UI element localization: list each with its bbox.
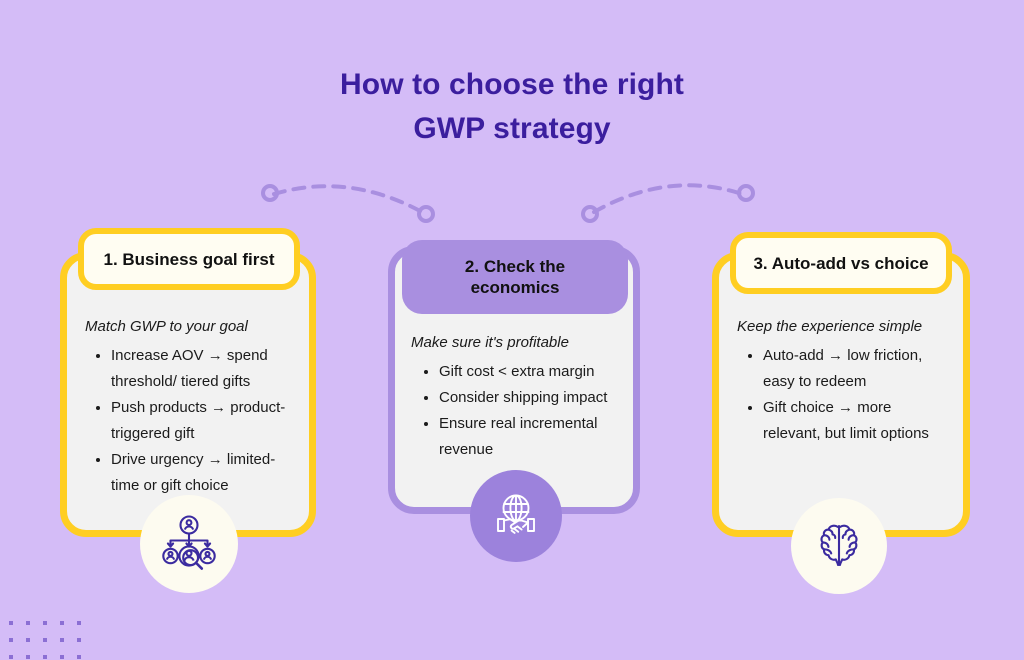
connector-start-dot: [261, 184, 279, 202]
card-1-body: Match GWP to your goal Increase AOV → sp…: [67, 259, 309, 509]
connector-start-dot: [581, 205, 599, 223]
list-item: Increase AOV → spend threshold/ tiered g…: [96, 343, 293, 395]
card-2-heading-pill: 2. Check the economics: [402, 240, 628, 314]
page-title-line-2: GWP strategy: [413, 112, 611, 145]
list-item: Drive urgency → limited-time or gift cho…: [96, 447, 293, 499]
list-item: Push products → product-triggered gift: [96, 395, 293, 447]
connector-dashed-path: [272, 184, 424, 214]
list-item: Gift cost < extra margin: [424, 359, 617, 385]
card-3-icon-badge: [791, 498, 887, 594]
card-2-lead: Make sure it's profitable: [411, 334, 569, 351]
card-1-lead: Match GWP to your goal: [85, 318, 248, 335]
card-3-heading-text: 3. Auto-add vs choice: [753, 253, 929, 273]
card-2-icon-badge: [470, 470, 562, 562]
corner-dot-grid: [9, 621, 81, 659]
card-2-heading-text: 2. Check the economics: [465, 256, 565, 298]
card-2-body: Make sure it's profitable Gift cost < ex…: [395, 253, 633, 473]
page-title: How to choose the right GWP strategy: [0, 63, 1024, 151]
list-item: Auto-add → low friction, easy to redeem: [748, 343, 947, 395]
card-3-body: Keep the experience simple Auto-add → lo…: [719, 259, 963, 457]
card-2-heading-line-2: economics: [470, 278, 560, 297]
card-1-heading-pill: 1. Business goal first: [78, 228, 300, 290]
connector-card2-card3: [581, 183, 755, 223]
page-title-line-1: How to choose the right: [340, 68, 684, 101]
connector-dashed-path: [592, 183, 744, 214]
list-item: Gift choice → more relevant, but limit o…: [748, 395, 947, 447]
connector-end-dot: [737, 184, 755, 202]
list-item: Ensure real incremental revenue: [424, 411, 617, 463]
card-1-heading-text: 1. Business goal first: [103, 249, 275, 269]
brain-icon: [820, 524, 858, 567]
card-3-bullet-list: Auto-add → low friction, easy to redeem …: [735, 343, 947, 447]
connector-end-dot: [417, 205, 435, 223]
card-3-heading-pill: 3. Auto-add vs choice: [730, 232, 952, 294]
card-1-icon-badge: [140, 495, 238, 593]
list-item: Consider shipping impact: [424, 385, 617, 411]
card-2-heading-line-1: 2. Check the: [464, 257, 566, 276]
card-3-lead: Keep the experience simple: [737, 318, 923, 335]
handshake-globe-icon: [497, 494, 535, 534]
audience-org-chart-search-icon: [162, 515, 216, 570]
card-2-bullet-list: Gift cost < extra margin Consider shippi…: [411, 359, 617, 463]
card-1-bullet-list: Increase AOV → spend threshold/ tiered g…: [83, 343, 293, 499]
strategy-card-3: Keep the experience simple Auto-add → lo…: [712, 252, 970, 537]
connector-card1-card2: [261, 184, 435, 223]
strategy-card-1: Match GWP to your goal Increase AOV → sp…: [60, 252, 316, 537]
